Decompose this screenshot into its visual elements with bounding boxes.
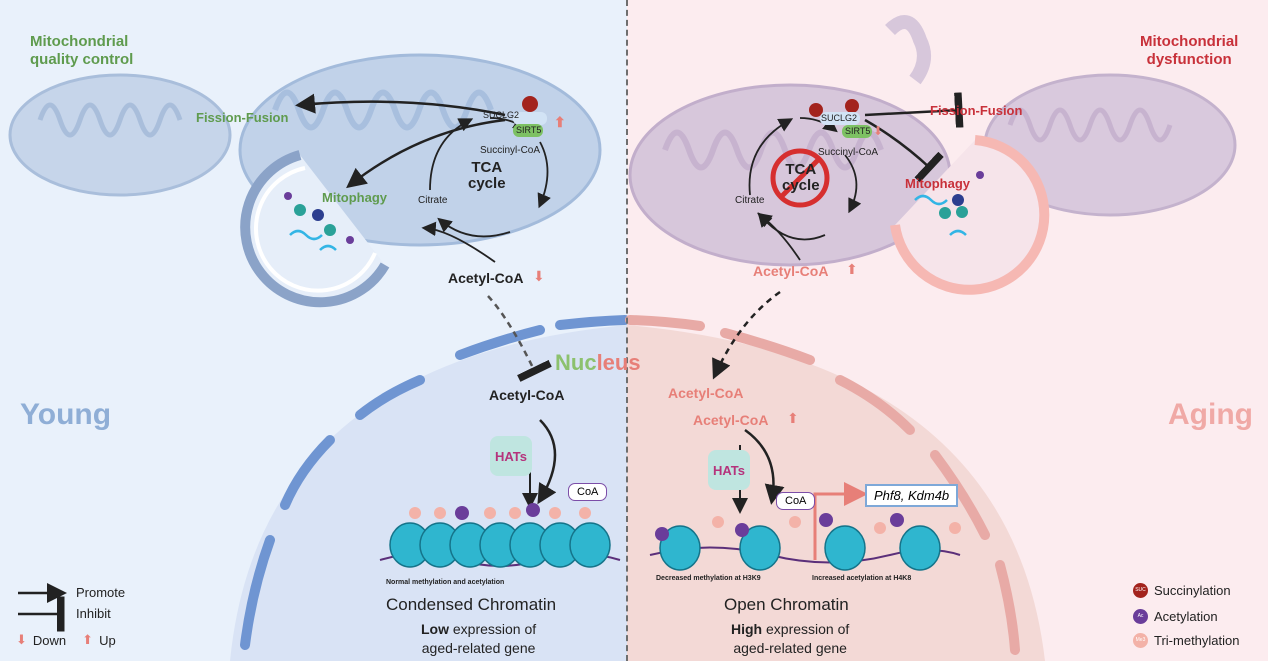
right-chromatin-state: Open Chromatin: [724, 595, 849, 614]
right-note-h4k8: Increased acetylation at H4K8: [812, 575, 912, 582]
right-acetyl-coa-nucleus-1: Acetyl-CoA: [668, 385, 744, 401]
succinyl-mark-right: [845, 99, 859, 113]
right-expression: High expression of aged-related gene: [731, 621, 850, 656]
tca-prohibited-icon: [770, 148, 830, 208]
nucleus-label: Nucleus: [555, 350, 641, 375]
right-sirt5: SIRT5: [845, 126, 871, 136]
left-hats: HATs: [490, 436, 532, 476]
nucleosomes-right: [659, 525, 941, 571]
right-note-h3k9: Decreased methylation at H3K9: [656, 575, 761, 582]
right-citrate: Citrate: [735, 195, 765, 206]
inhibit-fission-fusion-right: [864, 92, 964, 128]
legend-inhibit: Inhibit: [76, 606, 111, 621]
right-suclg2: SUCLG2: [821, 113, 858, 123]
mitochondrion-left-1: [8, 73, 232, 197]
autophagosome-left: [240, 150, 390, 308]
succinyl-mark-left: [522, 96, 538, 112]
inhibit-nucleus-left: [487, 295, 552, 382]
divider: [626, 0, 628, 661]
right-hats: HATs: [708, 450, 750, 490]
right-succinyl-coa: Succinyl-CoA: [818, 147, 879, 158]
right-acetyl-nucleus-up-icon: ⬆: [787, 410, 799, 426]
nucleus-left: [230, 325, 627, 661]
nucleosomes-left: [389, 522, 611, 568]
left-chromatin-state: Condensed Chromatin: [386, 595, 557, 614]
left-suclg2: SUCLG2: [483, 110, 520, 120]
inhibit-mitophagy-right: [864, 118, 944, 183]
right-acetyl-coa-mito: Acetyl-CoA: [753, 263, 829, 279]
legend-down-up: ⬇Down ⬆Up: [16, 632, 116, 648]
left-sirt5-up-icon: ⬆: [554, 114, 566, 130]
acetyl-marks-right: [655, 513, 904, 541]
arrow-hats-right: [744, 428, 785, 505]
arrow-fission-fusion-left: [295, 93, 506, 117]
left-citrate: Citrate: [418, 195, 448, 206]
right-mitophagy: Mitophagy: [905, 176, 970, 191]
up-arrow-icon: ⬆: [82, 632, 94, 647]
methyl-marks-left: [409, 507, 591, 519]
legend-promote: Promote: [76, 585, 126, 600]
gene-box: Phf8, Kdm4b: [865, 484, 959, 507]
left-coa: CoA: [568, 483, 608, 501]
right-fission-fusion: Fission-Fusion: [930, 103, 1023, 118]
aging-label: Aging: [1168, 398, 1253, 431]
arrow-gene-expression: [813, 482, 868, 560]
methyl-marks-right: [712, 516, 961, 534]
nuclear-envelope-right: [625, 315, 1020, 655]
arrow-mitophagy-left: [346, 118, 506, 189]
left-acetyl-down-icon: ⬇: [533, 268, 545, 284]
left-chromatin-note: Normal methylation and acetylation: [386, 579, 505, 586]
trimethylation-icon: Me3: [1133, 633, 1148, 648]
autophagosome-right: [890, 135, 1050, 295]
arrow-hats-left: [537, 419, 557, 505]
right-coa: CoA: [776, 492, 816, 510]
right-acetyl-up-icon: ⬆: [846, 261, 858, 277]
left-acetyl-coa-mito: Acetyl-CoA: [448, 270, 524, 286]
succinylation-icon: SUC: [1133, 583, 1148, 598]
right-acetyl-coa-nucleus-2: Acetyl-CoA: [693, 412, 769, 428]
young-label: Young: [20, 398, 112, 431]
acetyl-marks-left: [455, 503, 540, 520]
left-fission-fusion: Fission-Fusion: [196, 110, 289, 125]
left-acetyl-coa-nucleus: Acetyl-CoA: [489, 387, 565, 403]
down-arrow-icon: ⬇: [16, 632, 27, 647]
nuclear-envelope-left: [240, 315, 630, 650]
acetylation-icon: Ac: [1133, 609, 1148, 624]
left-expression: Low expression of aged-related gene: [421, 621, 537, 656]
arrow-acetylcoa-citrate-left: [421, 221, 496, 263]
left-sirt5: SIRT5: [516, 125, 542, 135]
right-sirt5-down-icon: ⬇: [873, 124, 884, 138]
left-mitophagy: Mitophagy: [322, 190, 387, 205]
left-succinyl-coa: Succinyl-CoA: [480, 145, 541, 156]
